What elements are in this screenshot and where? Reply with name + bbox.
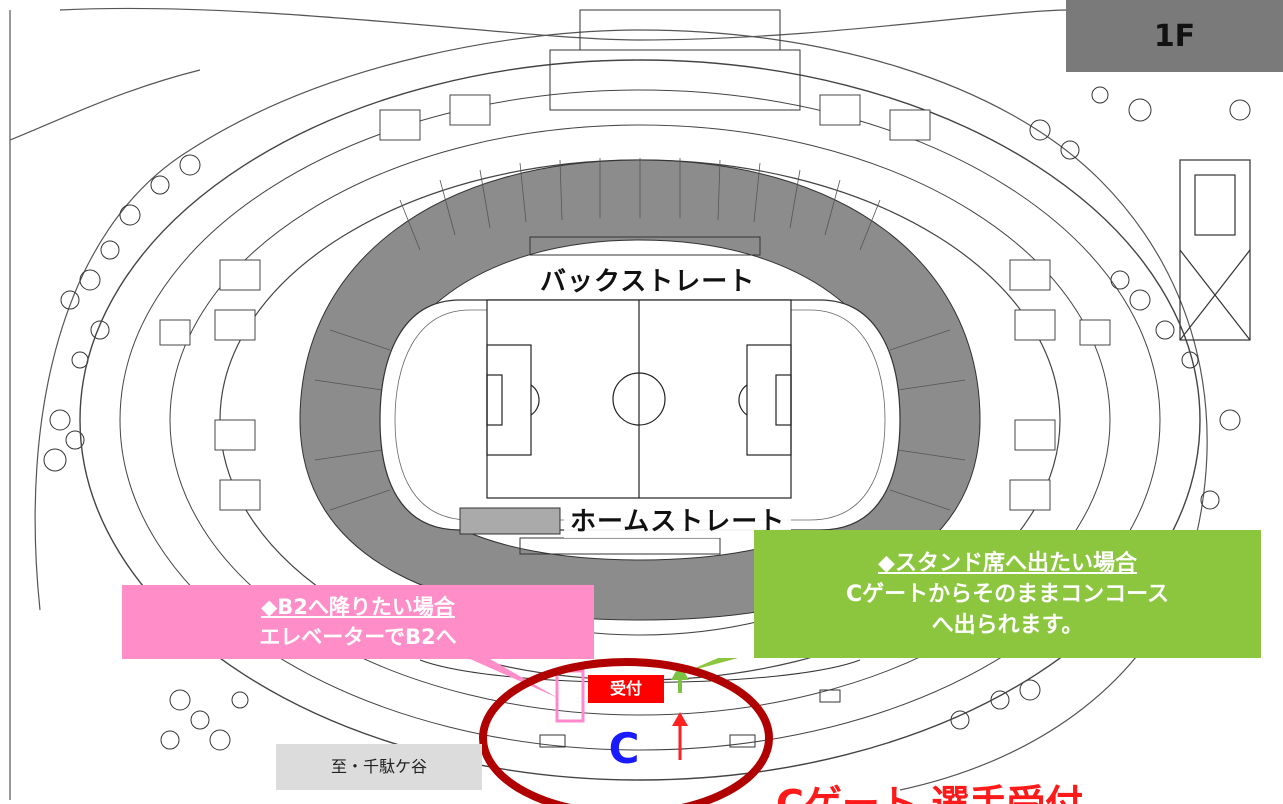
stand-callout-text-2: へ出られます。 [931,612,1084,638]
b2-callout-text: エレベーターでB2へ [259,625,457,649]
up-arrow-icon [671,664,689,693]
stand-callout: ◆スタンド席へ出たい場合 Cゲートからそのままコンコース へ出られます。 [754,530,1261,658]
b2-callout: ◆B2へ降りたい場合 エレベーターでB2へ [122,585,594,659]
elevator-marker-icon [555,669,585,723]
reception-label: 受付 [588,675,664,703]
stand-callout-text-1: Cゲートからそのままコンコース [845,581,1170,607]
up-arrow-icon [672,712,688,760]
back-straight-label: バックストレート [534,266,762,298]
gate-c-highlight [479,658,773,804]
stadium-outer-ring [79,59,1201,781]
stand-callout-title: ◆スタンド席へ出たい場合 [878,550,1137,576]
b2-callout-pointer [470,659,558,698]
football-pitch [486,299,792,499]
outer-road-top [59,7,1071,41]
floor-badge: 1F [1066,0,1283,72]
direction-sendagaya: 至・千駄ケ谷 [276,744,482,790]
bottom-caption: Cゲート 選手受付 [776,782,1084,804]
gate-c-label: C [608,724,640,773]
b2-callout-title: ◆B2へ降りたい場合 [261,595,455,619]
outer-road-curve [9,69,201,141]
home-straight-label: ホームストレート [564,506,792,538]
